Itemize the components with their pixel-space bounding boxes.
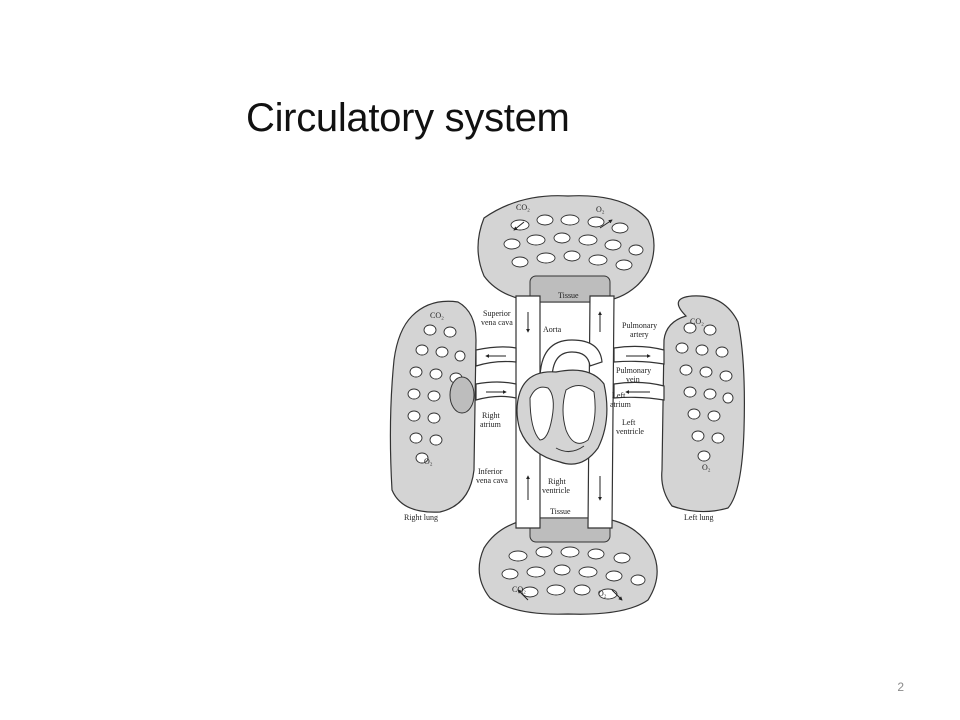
label-right-atrium-2: atrium <box>480 420 502 429</box>
label-pulmonary-vein-2: vein <box>626 375 640 384</box>
label-right-ventricle: Right <box>548 477 567 486</box>
label-o2-upper: O₂ <box>596 205 605 214</box>
label-co2-right-lung: CO₂ <box>430 311 444 320</box>
label-inferior-vena-cava-2: vena cava <box>476 476 508 485</box>
label-left-ventricle-2: ventricle <box>616 427 644 436</box>
label-tissue-upper: Tissue <box>558 291 579 300</box>
label-pulmonary-artery: Pulmonary <box>622 321 657 330</box>
label-inferior-vena-cava: Inferior <box>478 467 503 476</box>
label-left-atrium-2: atrium <box>610 400 632 409</box>
label-superior-vena-cava-2: vena cava <box>481 318 513 327</box>
label-right-atrium: Right <box>482 411 501 420</box>
label-left-atrium: Left <box>612 391 626 400</box>
left-lung <box>661 295 745 513</box>
label-co2-upper: CO₂ <box>516 203 530 212</box>
right-lung <box>389 300 477 513</box>
label-aorta: Aorta <box>543 325 562 334</box>
lower-tissue-bed <box>478 517 658 615</box>
label-co2-left-lung: CO₂ <box>690 317 704 326</box>
label-right-ventricle-2: ventricle <box>542 486 570 495</box>
label-o2-lower: O₂ <box>598 589 607 598</box>
label-left-ventricle: Left <box>622 418 636 427</box>
label-left-lung: Left lung <box>684 513 714 522</box>
page-number: 2 <box>897 680 904 694</box>
label-pulmonary-vein: Pulmonary <box>616 366 651 375</box>
flow-arrows <box>485 219 651 601</box>
label-o2-left-lung: O₂ <box>702 463 711 472</box>
label-o2-right-lung: O₂ <box>424 457 433 466</box>
label-tissue-lower: Tissue <box>550 507 571 516</box>
upper-tissue-bed <box>477 195 655 303</box>
label-right-lung: Right lung <box>404 513 438 522</box>
heart <box>516 369 608 465</box>
label-co2-lower: CO₂ <box>512 585 526 594</box>
label-superior-vena-cava: Superior <box>483 309 511 318</box>
diagram-labels: CO₂ O₂ Tissue Superior vena cava Aorta P… <box>404 203 714 598</box>
label-pulmonary-artery-2: artery <box>630 330 649 339</box>
slide-title: Circulatory system <box>246 96 570 140</box>
